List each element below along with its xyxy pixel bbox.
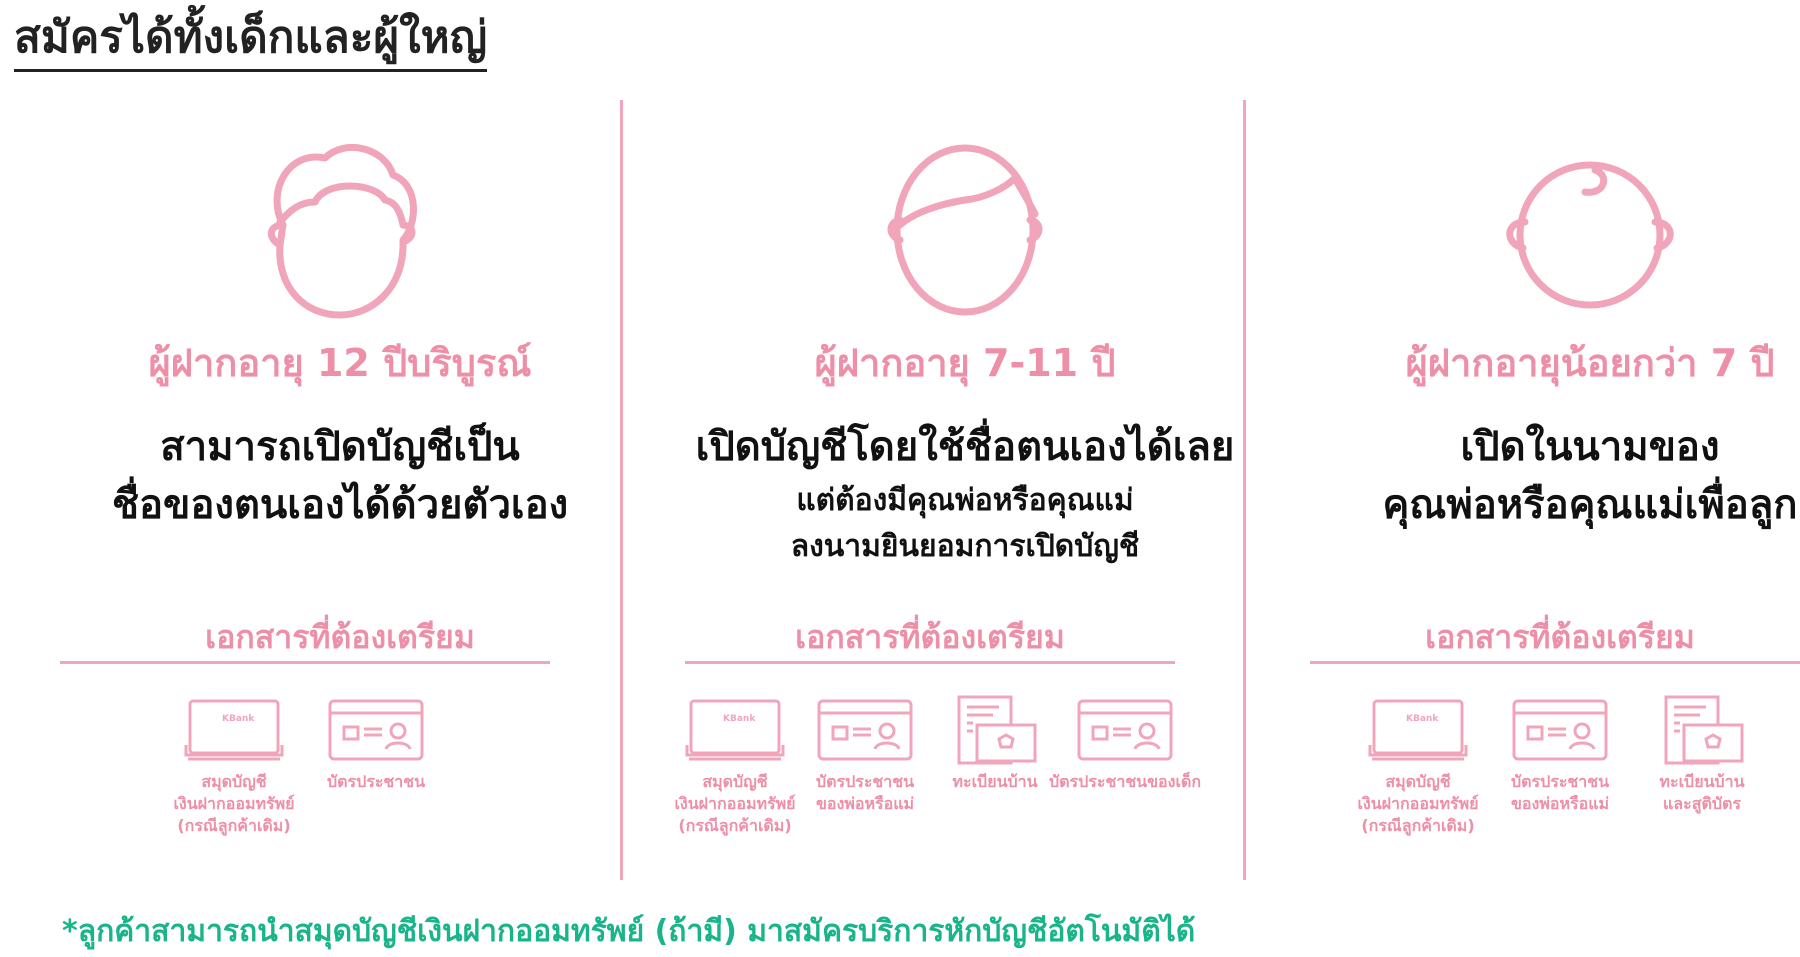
svg-text:KBank: KBank bbox=[1406, 714, 1439, 724]
doc-label: ทะเบียนบ้าน bbox=[952, 772, 1038, 791]
doc-id-card: บัตรประชาชน bbox=[316, 695, 436, 837]
id-card-icon bbox=[324, 695, 428, 765]
house-registration-icon bbox=[943, 695, 1047, 765]
doc-passbook: KBank สมุดบัญชี เงินฝากออมทรัพย์ (กรณีลู… bbox=[674, 695, 796, 837]
svg-text:KBank: KBank bbox=[222, 714, 255, 724]
doc-label: สมุดบัญชี เงินฝากออมทรัพย์ (กรณีลูกค้าเด… bbox=[173, 772, 295, 835]
description-main: เปิดในนามของ คุณพ่อหรือคุณแม่เพื่อลูก bbox=[1382, 424, 1798, 528]
baby-face-icon bbox=[1495, 130, 1685, 320]
doc-id-card-parent: บัตรประชาชน ของพ่อหรือแม่ bbox=[1500, 695, 1620, 837]
passbook-icon: KBank bbox=[1366, 695, 1470, 765]
doc-id-card-child: บัตรประชาชนของเด็ก bbox=[1049, 695, 1201, 837]
svg-text:KBank: KBank bbox=[723, 714, 756, 724]
documents-underline bbox=[1310, 661, 1800, 664]
description-sub: แต่ต้องมีคุณพ่อหรือคุณแม่ ลงนามยินยอมการ… bbox=[790, 483, 1140, 564]
doc-label: สมุดบัญชี เงินฝากออมทรัพย์ (กรณีลูกค้าเด… bbox=[1357, 772, 1479, 835]
documents-list: KBank สมุดบัญชี เงินฝากออมทรัพย์ (กรณีลู… bbox=[660, 695, 1201, 837]
teen-face-icon bbox=[245, 130, 435, 320]
age-columns: ผู้ฝากอายุ 12 ปีบริบูรณ์ สามารถเปิดบัญชี… bbox=[0, 100, 1800, 880]
documents-list: KBank สมุดบัญชี เงินฝากออมทรัพย์ (กรณีลู… bbox=[1310, 695, 1800, 837]
doc-label: ทะเบียนบ้าน และสูติบัตร bbox=[1659, 772, 1745, 813]
id-card-icon bbox=[1073, 695, 1177, 765]
documents-heading: เอกสารที่ต้องเตรียม bbox=[795, 618, 1065, 656]
doc-passbook: KBank สมุดบัญชี เงินฝากออมทรัพย์ (กรณีลู… bbox=[173, 695, 295, 837]
documents-heading: เอกสารที่ต้องเตรียม bbox=[1425, 618, 1695, 656]
age-heading: ผู้ฝากอายุ 12 ปีบริบูรณ์ bbox=[148, 341, 532, 385]
documents-heading: เอกสารที่ต้องเตรียม bbox=[205, 618, 475, 656]
column-age-under-7: ผู้ฝากอายุน้อยกว่า 7 ปี เปิดในนามของ คุณ… bbox=[1310, 100, 1800, 880]
id-card-icon bbox=[1508, 695, 1612, 765]
column-age-12: ผู้ฝากอายุ 12 ปีบริบูรณ์ สามารถเปิดบัญชี… bbox=[60, 100, 620, 880]
column-age-7-11: ผู้ฝากอายุ 7-11 ปี เปิดบัญชีโดยใช้ชื่อตน… bbox=[674, 100, 1245, 880]
doc-house-registration: ทะเบียนบ้าน bbox=[935, 695, 1055, 837]
doc-house-registration: ทะเบียนบ้าน และสูติบัตร bbox=[1642, 695, 1762, 837]
column-divider bbox=[1243, 100, 1246, 880]
age-heading: ผู้ฝากอายุน้อยกว่า 7 ปี bbox=[1405, 341, 1775, 385]
id-card-icon bbox=[813, 695, 917, 765]
description-main: สามารถเปิดบัญชีเป็น ชื่อของตนเองได้ด้วยต… bbox=[111, 424, 569, 528]
documents-underline bbox=[685, 661, 1175, 664]
doc-passbook: KBank สมุดบัญชี เงินฝากออมทรัพย์ (กรณีลู… bbox=[1357, 695, 1479, 837]
column-divider bbox=[620, 100, 623, 880]
age-heading: ผู้ฝากอายุ 7-11 ปี bbox=[814, 341, 1116, 385]
documents-underline bbox=[60, 661, 550, 664]
doc-label: บัตรประชาชน ของพ่อหรือแม่ bbox=[1510, 772, 1610, 813]
footnote: *ลูกค้าสามารถนำสมุดบัญชีเงินฝากออมทรัพย์… bbox=[62, 914, 1196, 949]
doc-label: บัตรประชาชนของเด็ก bbox=[1048, 772, 1202, 791]
doc-label: บัตรประชาชน ของพ่อหรือแม่ bbox=[815, 772, 915, 813]
child-face-icon bbox=[870, 130, 1060, 320]
doc-label: บัตรประชาชน bbox=[326, 772, 426, 791]
passbook-icon: KBank bbox=[182, 695, 286, 765]
doc-label: สมุดบัญชี เงินฝากออมทรัพย์ (กรณีลูกค้าเด… bbox=[674, 772, 796, 835]
doc-id-card-parent: บัตรประชาชน ของพ่อหรือแม่ bbox=[805, 695, 925, 837]
page-title: สมัครได้ทั้งเด็กและผู้ใหญ่ bbox=[14, 10, 488, 72]
description-main: เปิดบัญชีโดยใช้ชื่อตนเองได้เลย bbox=[695, 424, 1235, 470]
house-registration-icon bbox=[1650, 695, 1754, 765]
documents-list: KBank สมุดบัญชี เงินฝากออมทรัพย์ (กรณีลู… bbox=[60, 695, 550, 837]
passbook-icon: KBank bbox=[683, 695, 787, 765]
